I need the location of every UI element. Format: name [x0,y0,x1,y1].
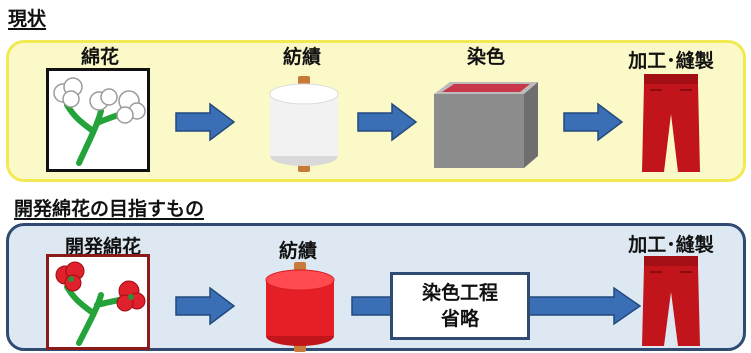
step-label-processing-current: 加工･縫製 [628,50,714,72]
step-label-spinning-dev: 紡績 [278,240,317,262]
red-yarn-spool-icon [254,262,350,352]
flow-arrow-2 [357,102,418,142]
flow-arrow-1 [175,102,236,142]
step-label-dyeing: 染色 [466,46,505,68]
dye-vat-icon [430,80,542,172]
red-cotton-plant-icon [46,254,150,350]
red-pants-icon [640,256,702,348]
red-pants-icon [640,74,702,174]
white-yarn-spool-icon [258,74,354,174]
step-label-spinning: 紡績 [282,46,321,68]
cotton-plant-icon [46,68,150,172]
dyeing-omitted-line1: 染色工程 [421,282,498,304]
flow-arrow-dev-1 [175,286,236,326]
step-label-processing-dev: 加工･縫製 [628,234,714,256]
step-label-developed-cotton: 開発綿花 [64,236,141,258]
section-title-current: 現状 [8,8,47,30]
flow-arrow-3 [563,102,624,142]
step-label-cotton: 綿花 [80,46,119,68]
section-title-developed: 開発綿花の目指すもの [14,198,205,220]
dyeing-step-omitted-box: 染色工程 省略 [390,272,530,340]
dyeing-omitted-line2: 省略 [440,308,479,330]
